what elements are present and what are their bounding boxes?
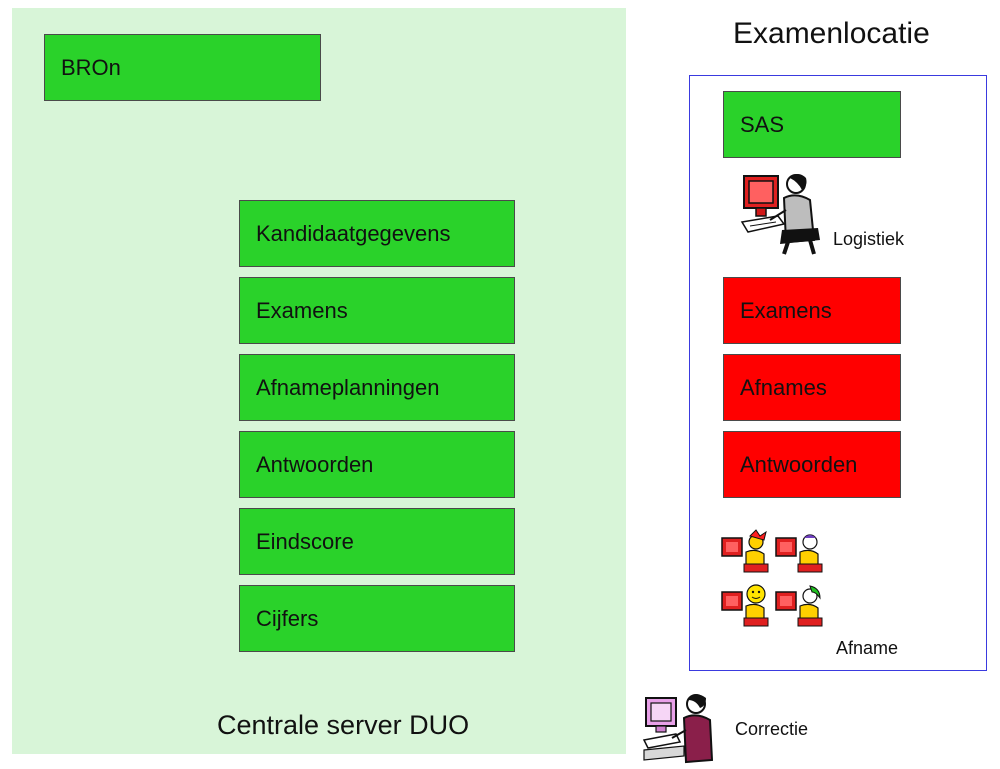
location-item-label: Antwoorden [740,451,858,477]
candidates-icon [721,529,823,627]
location-item-examens: Examens [723,277,901,344]
location-title: Examenlocatie [733,17,930,50]
location-item-afnames: Afnames [723,354,901,421]
central-item-antwoorden: Antwoorden [239,431,515,498]
central-item-kandidaatgegevens: Kandidaatgegevens [239,200,515,267]
logistics-label: Logistiek [833,229,905,249]
central-item-label: Kandidaatgegevens [256,220,451,246]
afname-label: Afname [836,638,899,658]
location-item-label: Afnames [740,374,827,400]
bron-label: BROn [61,54,121,80]
candidate-icon [775,534,823,573]
central-item-label: Examens [256,297,348,323]
candidate-icon [721,584,769,627]
sas-box: SAS [723,91,901,158]
candidate-icon [721,529,769,573]
central-item-label: Afnameplanningen [256,374,440,400]
location-item-label: Examens [740,297,832,323]
central-item-examens: Examens [239,277,515,344]
candidate-icon [775,585,823,627]
central-item-label: Cijfers [256,605,319,631]
bron-box: BROn [44,34,321,101]
sas-label: SAS [740,111,785,137]
central-item-afnameplanningen: Afnameplanningen [239,354,515,421]
central-item-cijfers: Cijfers [239,585,515,652]
correction-person-icon [642,694,714,764]
location-item-antwoorden: Antwoorden [723,431,901,498]
central-item-eindscore: Eindscore [239,508,515,575]
correction-label: Correctie [735,719,809,739]
central-server-caption: Centrale server DUO [217,710,470,740]
central-item-label: Antwoorden [256,451,374,477]
logistics-person-icon [740,174,820,255]
central-item-label: Eindscore [256,528,354,554]
